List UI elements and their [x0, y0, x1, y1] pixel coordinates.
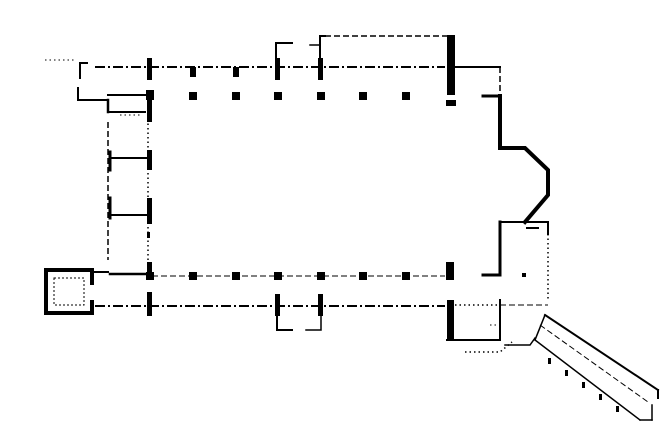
apse — [481, 67, 550, 300]
south-arcade — [146, 262, 454, 280]
covered-passage — [533, 313, 660, 422]
survey-marks — [45, 59, 500, 326]
south-wall — [95, 292, 445, 331]
north-chapel — [275, 35, 447, 59]
north-arcade — [146, 90, 456, 106]
west-end — [77, 62, 152, 280]
north-wall — [95, 35, 501, 95]
west-porch — [44, 268, 109, 315]
sacristy — [446, 299, 548, 353]
